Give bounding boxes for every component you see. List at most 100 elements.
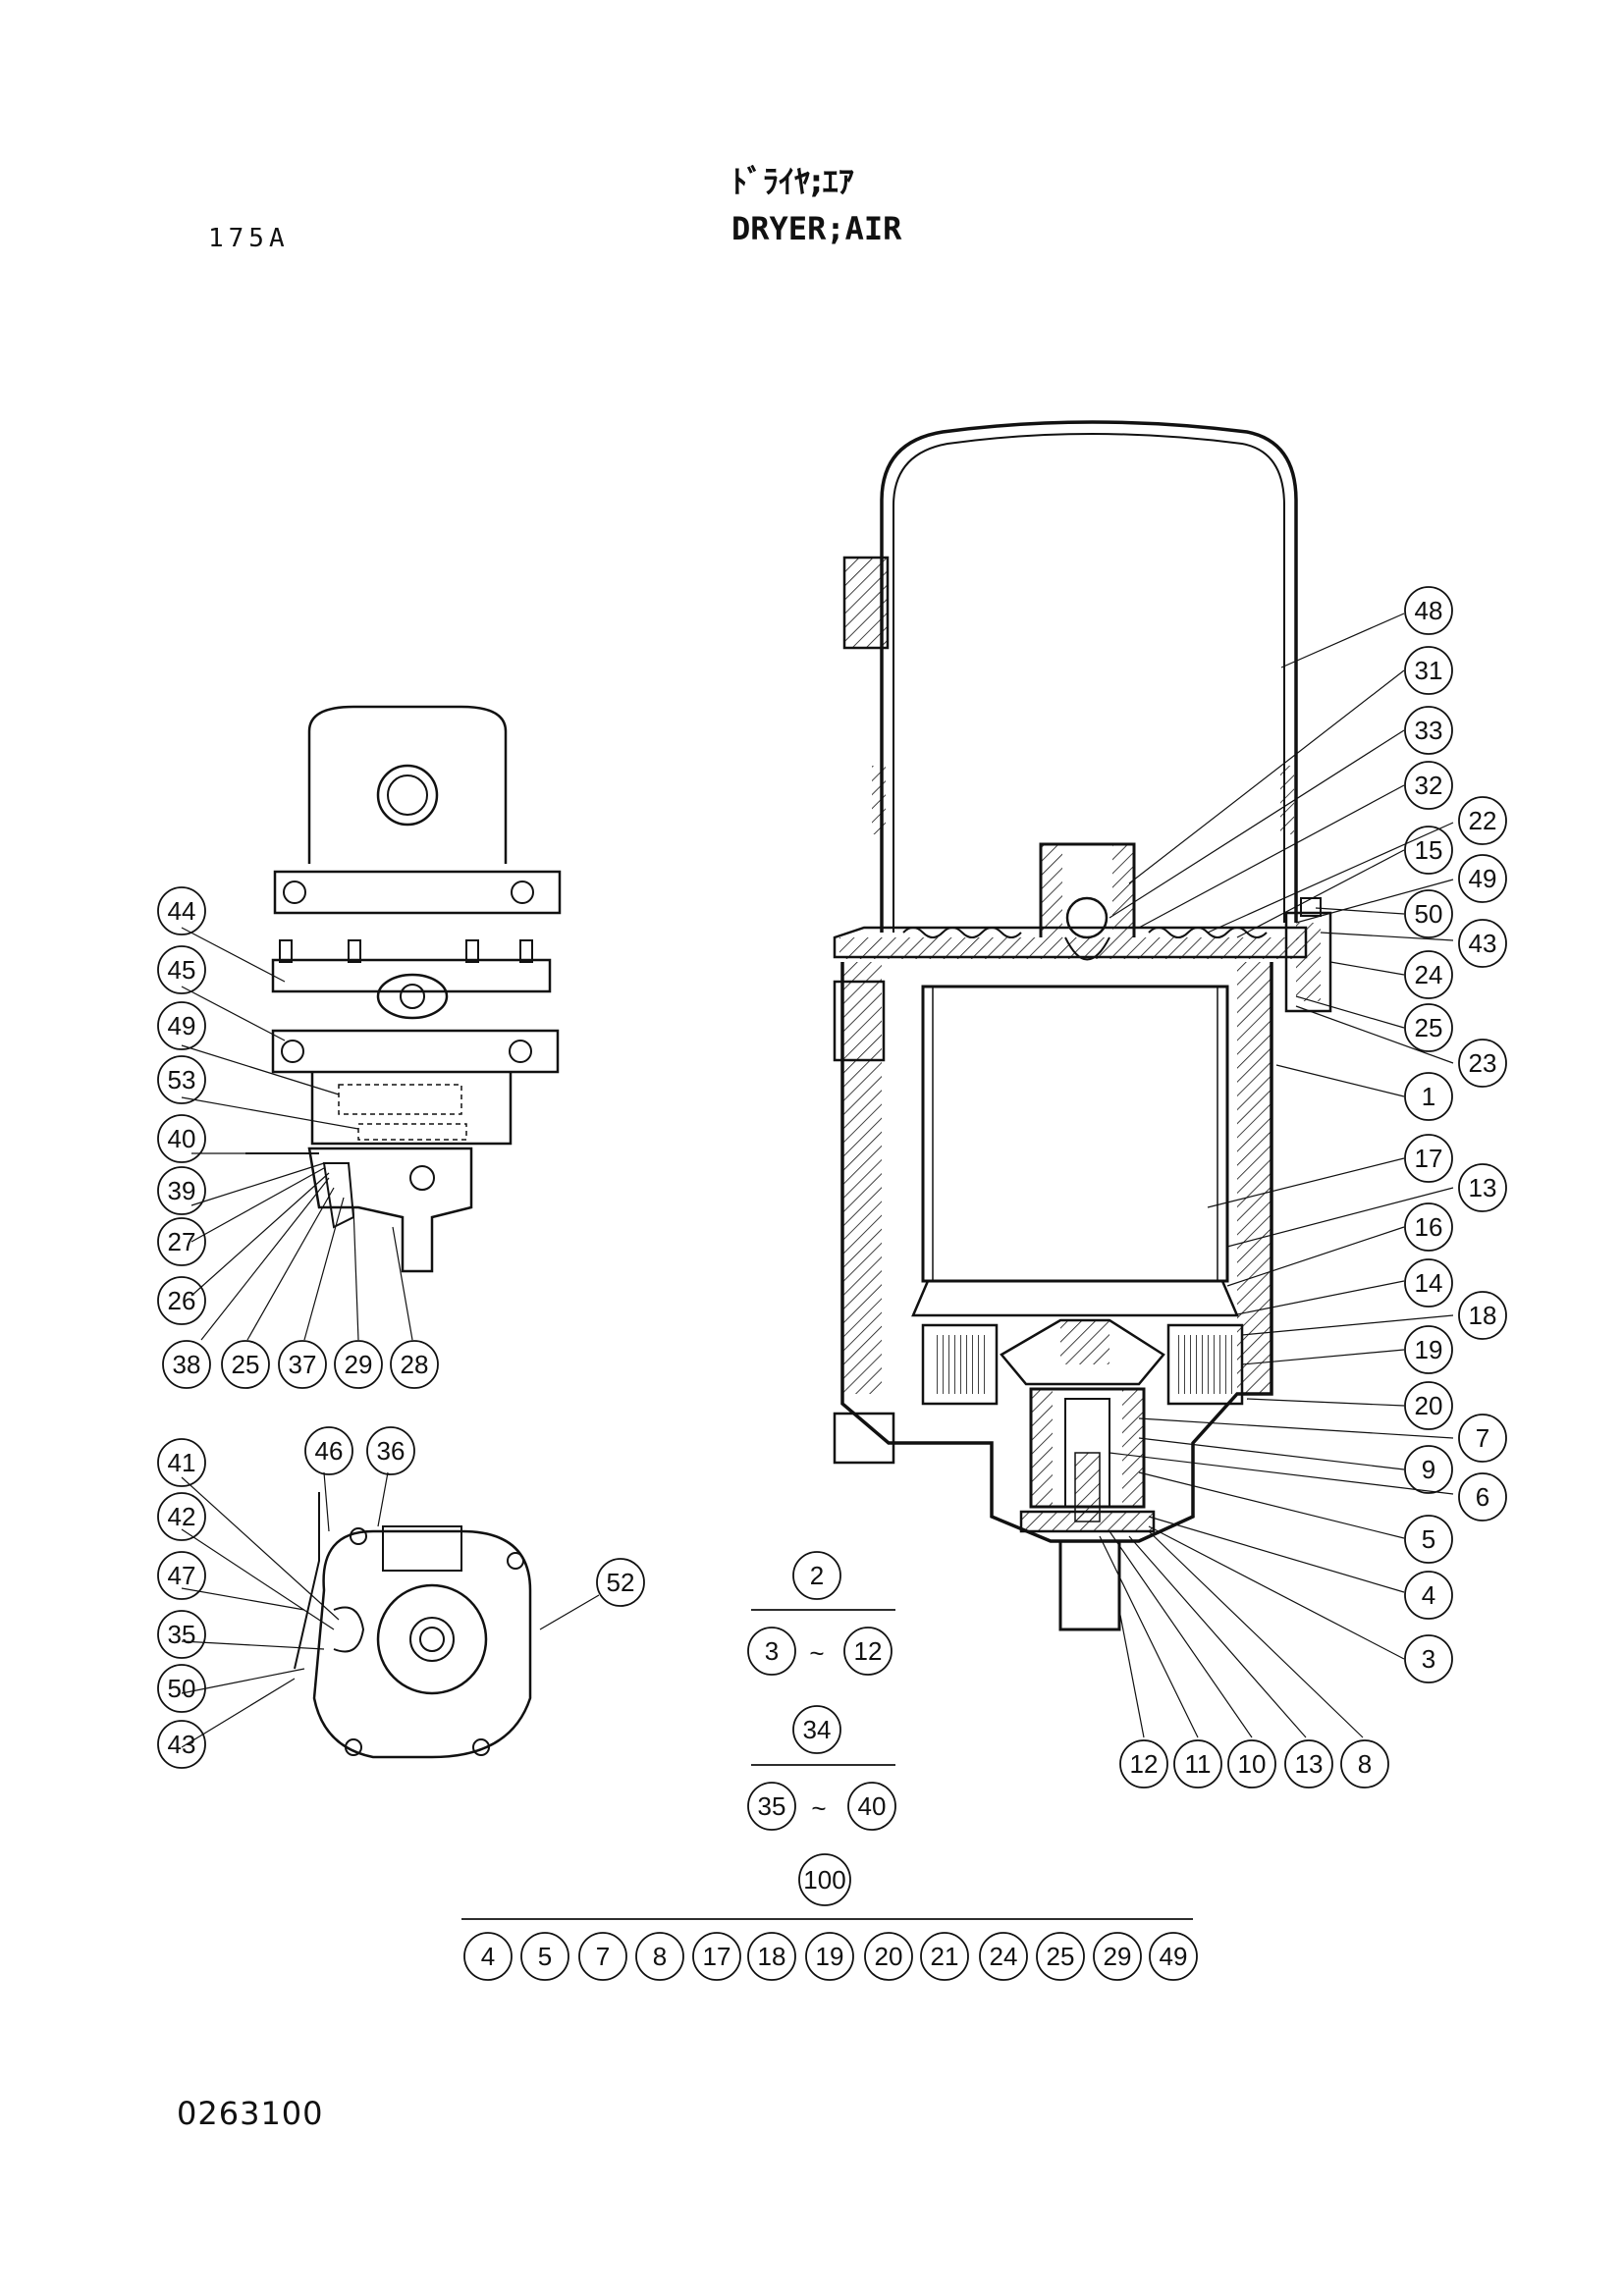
callout-16[interactable]: 15 [1404, 826, 1453, 875]
svg-text:36: 36 [377, 1436, 406, 1466]
svg-text:5: 5 [538, 1942, 552, 1971]
title-japanese: ﾄﾞﾗｲﾔ;ｴｱ [731, 163, 854, 200]
callout-28[interactable]: 27 [157, 1217, 206, 1266]
svg-text:9: 9 [1422, 1455, 1435, 1484]
callout-9[interactable]: 9 [1404, 1445, 1453, 1494]
callout-26[interactable]: 25 [221, 1340, 270, 1389]
callout-52[interactable]: 52 [596, 1558, 645, 1607]
svg-text:29: 29 [345, 1350, 373, 1379]
svg-text:4: 4 [1422, 1580, 1435, 1610]
svg-text:35: 35 [758, 1791, 786, 1821]
svg-text:13: 13 [1469, 1173, 1497, 1202]
svg-text:37: 37 [289, 1350, 317, 1379]
svg-text:14: 14 [1415, 1268, 1443, 1298]
svg-text:100: 100 [803, 1865, 845, 1895]
callout-35[interactable]: 35 [157, 1610, 206, 1659]
svg-text:46: 46 [315, 1436, 344, 1466]
callout-5[interactable]: 5 [1404, 1515, 1453, 1564]
callout-4[interactable]: 4 [1404, 1571, 1453, 1620]
callout-50[interactable]: 49 [157, 1001, 206, 1050]
callout-10[interactable]: 10 [1227, 1739, 1276, 1789]
leader-lines [181, 613, 1454, 1748]
callout-37[interactable]: 37 [278, 1340, 327, 1389]
callout-39[interactable]: 39 [157, 1166, 206, 1215]
callout-21[interactable]: 20 [1404, 1381, 1453, 1430]
callout-47[interactable]: 47 [157, 1551, 206, 1600]
callout-43-main[interactable]: 43 [1458, 919, 1507, 968]
svg-text:1: 1 [1422, 1082, 1435, 1111]
svg-text:47: 47 [168, 1561, 196, 1590]
callout-24[interactable]: 24 [1404, 950, 1453, 999]
svg-text:20: 20 [875, 1942, 903, 1971]
svg-text:10: 10 [1238, 1749, 1267, 1779]
callout-18[interactable]: 17 [1404, 1134, 1453, 1183]
callout-46[interactable]: 46 [304, 1426, 353, 1475]
callout-12[interactable]: 12 [1119, 1739, 1168, 1789]
callout-3[interactable]: 3 [1404, 1634, 1453, 1683]
callout-49[interactable]: 49 [1458, 854, 1507, 903]
callout-17[interactable]: 16 [1404, 1202, 1453, 1252]
assembly-100-members: 4 5 7 8 17 18 19 20 21 24 25 29 49 [463, 1932, 1198, 1981]
svg-text:34: 34 [803, 1715, 832, 1744]
svg-text:38: 38 [173, 1350, 201, 1379]
callouts: 48 31 33 32 22 15 49 50 43 24 25 23 1 17… [157, 586, 1507, 1789]
callout-45[interactable]: 45 [157, 945, 206, 994]
callout-29[interactable]: 28 [390, 1340, 439, 1389]
callout-51-bottom[interactable]: 50 [157, 1664, 206, 1713]
svg-text:42: 42 [168, 1502, 196, 1531]
svg-text:25: 25 [1415, 1013, 1443, 1042]
callout-13[interactable]: 13 [1284, 1739, 1333, 1789]
callout-23[interactable]: 23 [1458, 1039, 1507, 1088]
callout-14[interactable]: 13 [1458, 1163, 1507, 1212]
callout-38[interactable]: 38 [162, 1340, 211, 1389]
callout-43-bottom[interactable]: 43 [157, 1720, 206, 1769]
callout-19[interactable]: 18 [1458, 1291, 1507, 1340]
callout-33[interactable]: 33 [1404, 706, 1453, 755]
callout-32[interactable]: 32 [1404, 761, 1453, 810]
svg-text:52: 52 [607, 1568, 635, 1597]
callout-6[interactable]: 6 [1458, 1472, 1507, 1522]
callout-11[interactable]: 11 [1173, 1739, 1222, 1789]
callout-40[interactable]: 40 [157, 1114, 206, 1163]
svg-text:12: 12 [1130, 1749, 1159, 1779]
callout-27[interactable]: 26 [157, 1276, 206, 1325]
svg-text:25: 25 [1047, 1942, 1075, 1971]
svg-text:49: 49 [168, 1011, 196, 1041]
callout-31[interactable]: 31 [1404, 646, 1453, 695]
callout-44[interactable]: 44 [157, 886, 206, 935]
svg-text:5: 5 [1422, 1524, 1435, 1554]
svg-text:40: 40 [168, 1124, 196, 1153]
callout-7[interactable]: 7 [1458, 1414, 1507, 1463]
svg-text:15: 15 [1415, 835, 1443, 865]
callout-41[interactable]: 41 [157, 1438, 206, 1487]
svg-text:11: 11 [1185, 1749, 1212, 1779]
assembly-34: 34 35 ~ 40 [747, 1705, 896, 1831]
svg-text:2: 2 [810, 1561, 824, 1590]
svg-text:13: 13 [1295, 1749, 1324, 1779]
callout-53[interactable]: 53 [157, 1055, 206, 1104]
callout-25[interactable]: 25 [1404, 1003, 1453, 1052]
callout-30[interactable]: 29 [334, 1340, 383, 1389]
svg-text:20: 20 [1415, 1391, 1443, 1420]
callout-42[interactable]: 42 [157, 1492, 206, 1541]
callout-15[interactable]: 14 [1404, 1258, 1453, 1308]
svg-text:45: 45 [168, 955, 196, 985]
svg-text:16: 16 [1415, 1212, 1443, 1242]
svg-text:50: 50 [1415, 899, 1443, 929]
callout-20[interactable]: 19 [1404, 1325, 1453, 1374]
callout-36[interactable]: 36 [366, 1426, 415, 1475]
callout-1[interactable]: 1 [1404, 1072, 1453, 1121]
svg-text:18: 18 [1469, 1301, 1497, 1330]
callout-48[interactable]: 48 [1404, 586, 1453, 635]
svg-text:12: 12 [854, 1636, 883, 1666]
svg-text:22: 22 [1469, 806, 1497, 835]
svg-text:31: 31 [1415, 656, 1443, 685]
dryer-section-view [833, 420, 1332, 1631]
callout-22[interactable]: 22 [1458, 796, 1507, 845]
callout-8[interactable]: 8 [1340, 1739, 1389, 1789]
svg-text:24: 24 [1415, 960, 1443, 989]
svg-text:17: 17 [703, 1942, 731, 1971]
callout-51-main[interactable]: 50 [1404, 889, 1453, 938]
svg-text:25: 25 [232, 1350, 260, 1379]
title-english: DRYER;AIR [731, 210, 902, 247]
